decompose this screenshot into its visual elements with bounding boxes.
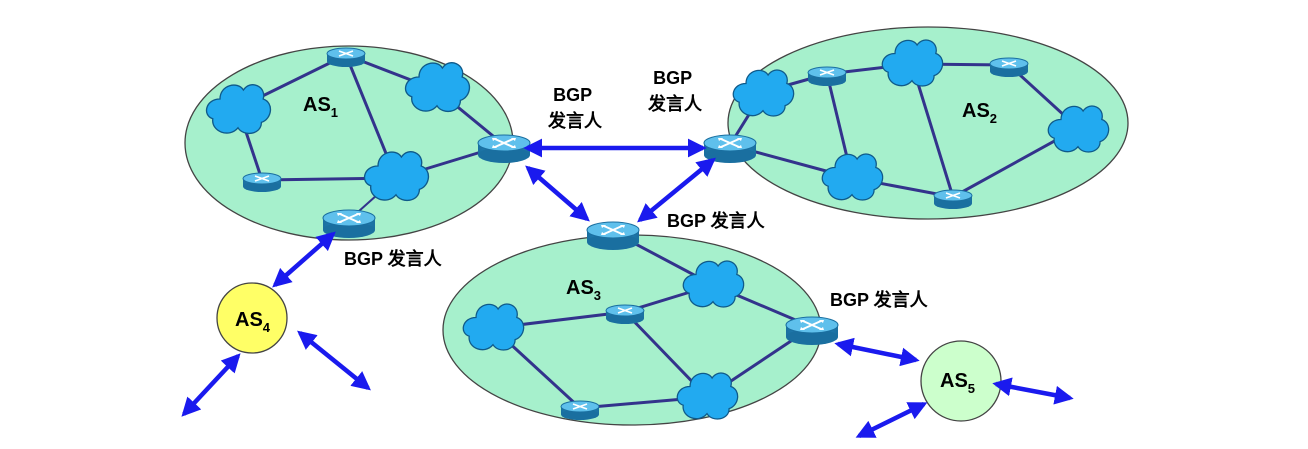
router-icon xyxy=(785,316,839,346)
router-icon xyxy=(933,189,973,210)
bgp-arrow-as2-as3 xyxy=(637,157,716,223)
bgp-speaker-label-as3-right: BGP 发言人 xyxy=(830,289,929,310)
as3-label: AS3 xyxy=(566,277,601,303)
bgp-arrow-as3-as5 xyxy=(834,337,920,367)
router-icon xyxy=(586,221,640,251)
router-icon xyxy=(989,57,1029,78)
bgp-arrow-as1-as3 xyxy=(525,165,590,222)
as4-label: AS4 xyxy=(235,309,271,335)
router-icon xyxy=(605,304,645,325)
as4-region xyxy=(216,282,288,354)
bgp-arrow-as4-out-left xyxy=(181,353,241,417)
router-icon xyxy=(326,47,366,68)
router-icon xyxy=(477,134,531,164)
bgp-arrow-as5-out-left xyxy=(855,401,928,439)
cloud-network-icon xyxy=(732,69,795,117)
router-icon xyxy=(807,66,847,87)
bgp-speaker-label-as1-bottom: BGP 发言人 xyxy=(344,248,443,269)
as5-label: AS5 xyxy=(940,370,975,396)
bgp-speaker-label-as1-top: BGP 发言人 xyxy=(547,85,603,131)
router-icon xyxy=(242,172,282,193)
bgp-arrow-as4-out-right xyxy=(297,330,371,391)
as2-label: AS2 xyxy=(962,100,997,126)
as1-label: AS1 xyxy=(303,94,338,120)
bgp-arrow-as1-as4 xyxy=(272,231,336,288)
bgp-speaker-label-as2-top: BGP 发言人 xyxy=(647,68,703,114)
bgp-arrow-as5-out-right xyxy=(992,377,1074,405)
router-icon xyxy=(560,400,600,421)
bgp-arrows xyxy=(181,138,1074,439)
bgp-speaker-label-as3-top: BGP 发言人 xyxy=(667,210,766,231)
